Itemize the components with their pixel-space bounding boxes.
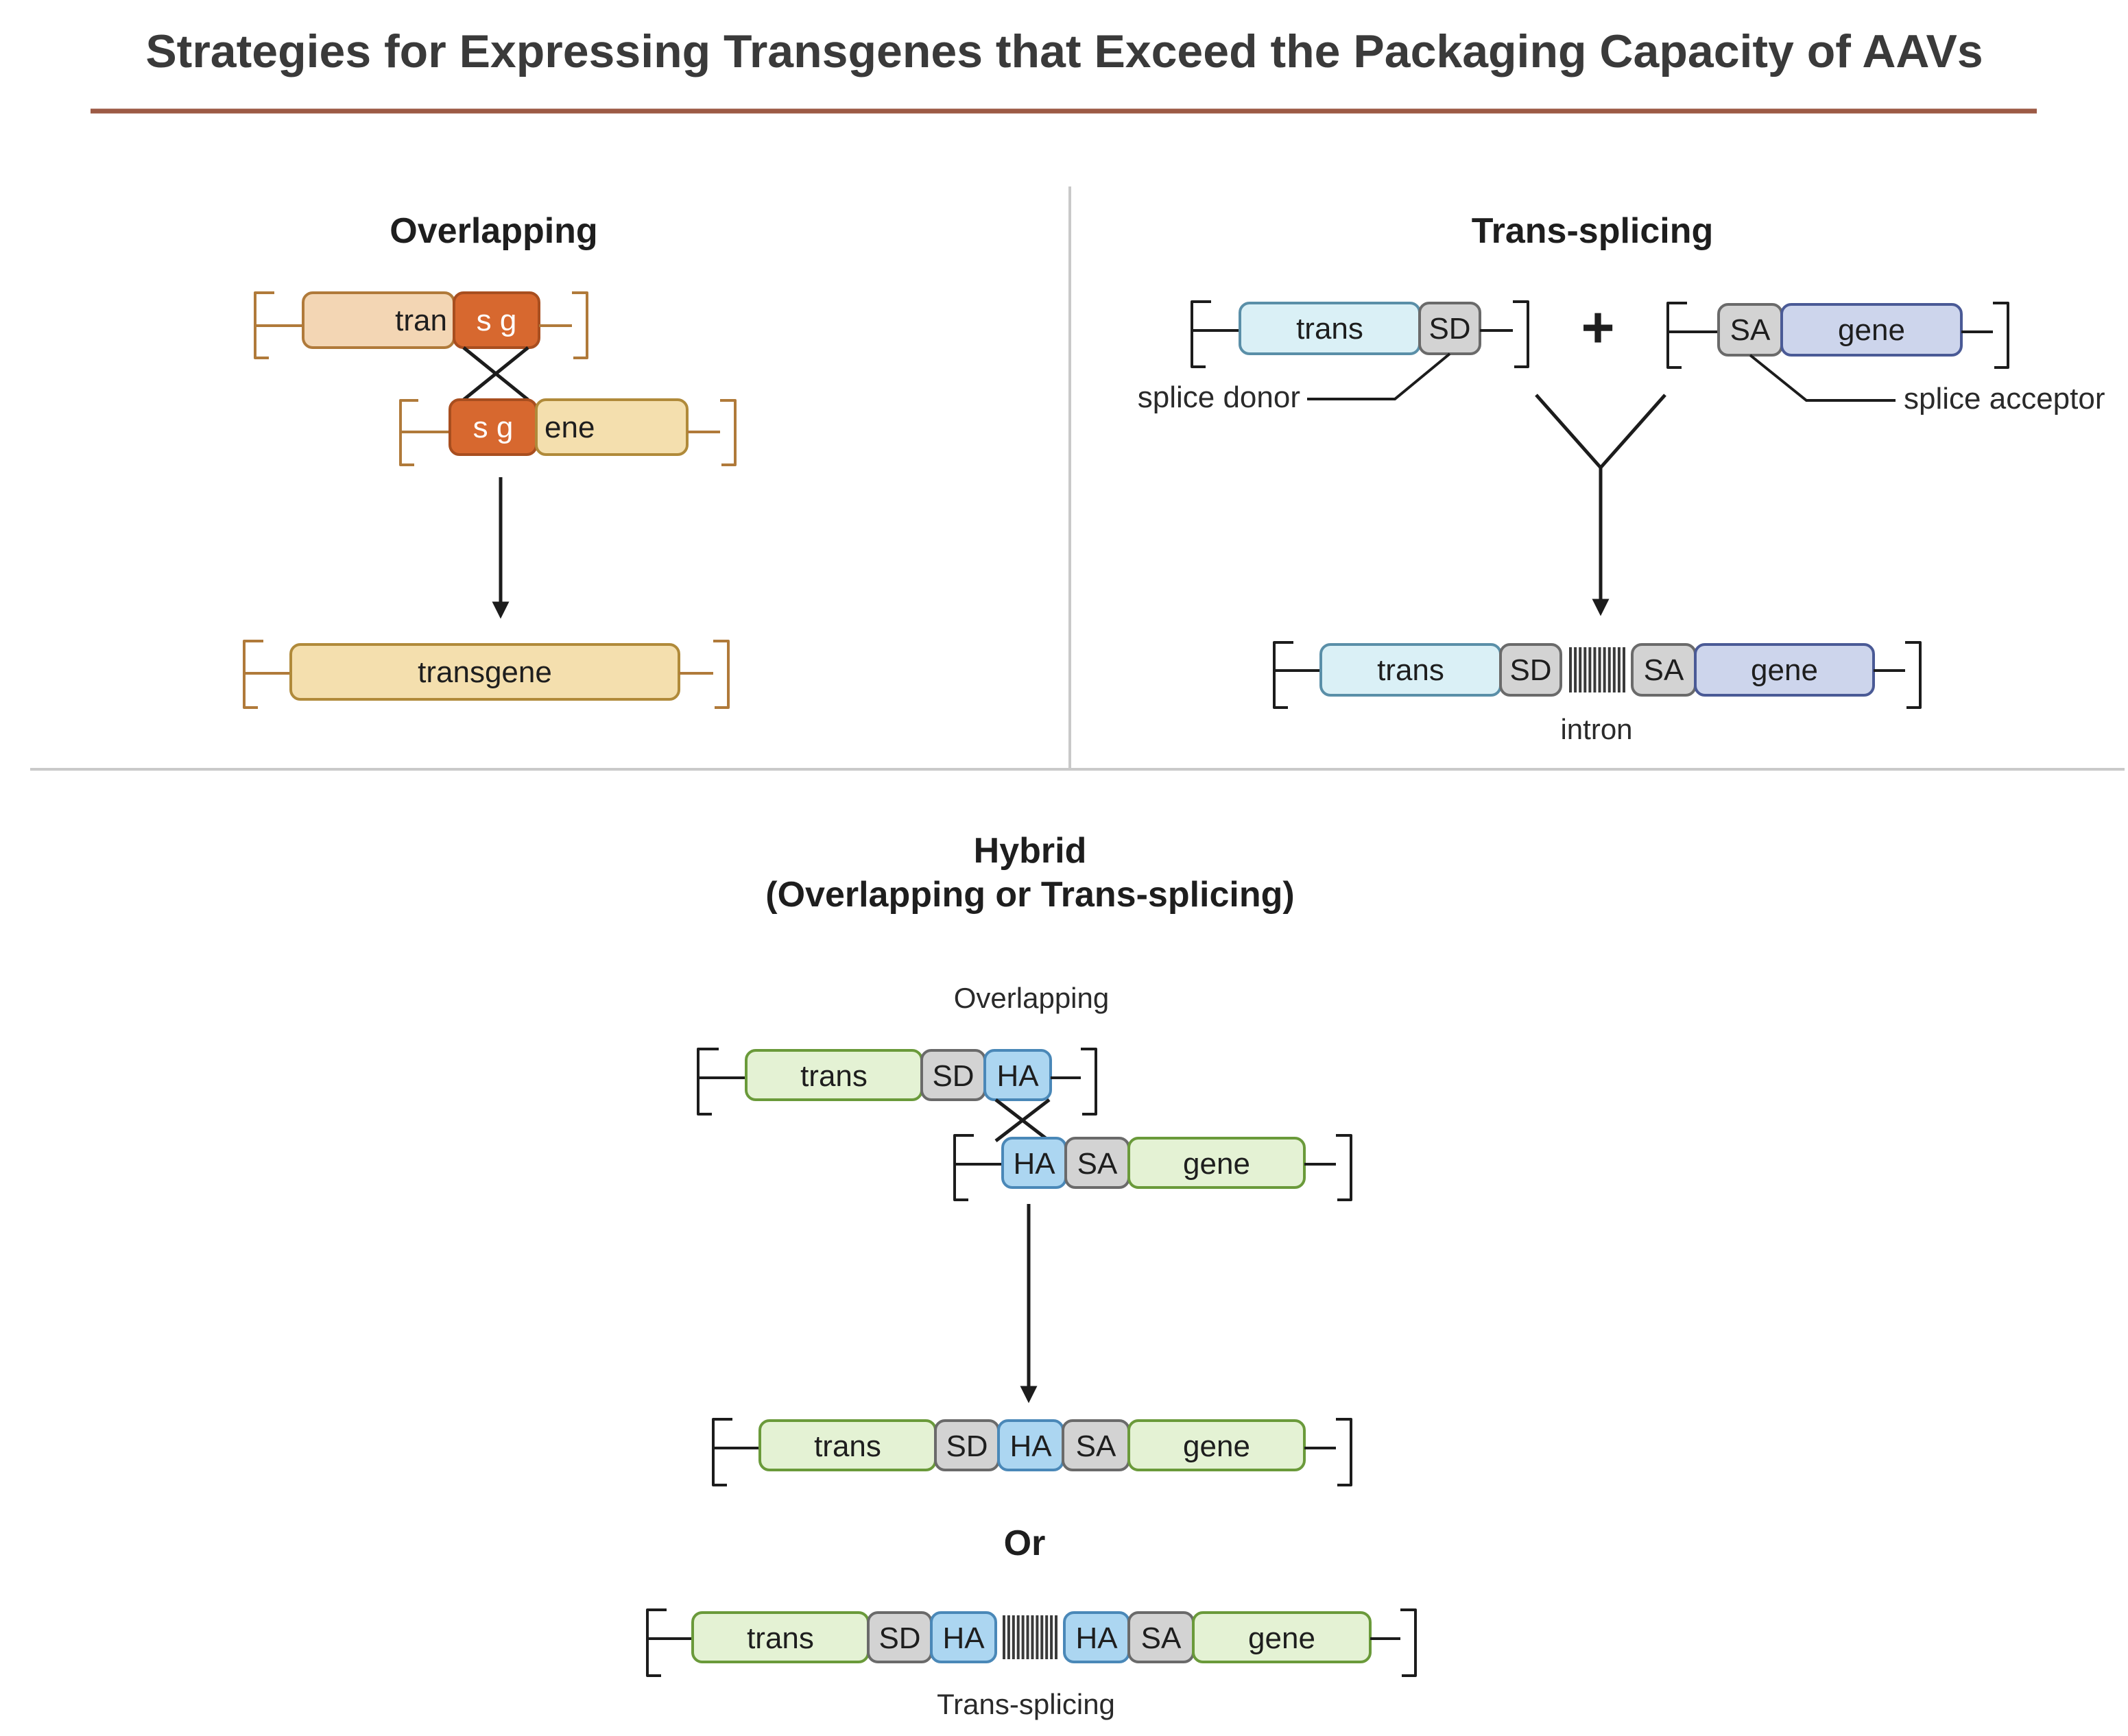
converge-right	[1599, 394, 1666, 469]
itr-right	[1370, 1608, 1417, 1677]
itr-left	[697, 1048, 746, 1116]
product-sd-label: SD	[1509, 653, 1551, 687]
itr-left	[646, 1608, 693, 1677]
itr-right	[1874, 641, 1922, 709]
overlap-region-sg	[453, 291, 540, 349]
trans-label: trans	[1296, 312, 1363, 346]
itr-left	[712, 1418, 760, 1486]
itr-left	[399, 399, 450, 466]
converge-left	[1535, 394, 1602, 469]
overlap-region-label: s g	[477, 304, 517, 337]
p1-trans-label: trans	[814, 1430, 881, 1463]
hybrid-trans-splicing-label: Trans-splicing	[937, 1688, 1115, 1720]
hybrid-product-trans-splicing: trans SD HA HA SA gene	[646, 1608, 1417, 1677]
p2-sd-label: SD	[878, 1622, 920, 1655]
hybrid-ha-label-2: HA	[1013, 1147, 1055, 1181]
hybrid-subheading: (Overlapping or Trans-splicing)	[765, 875, 1294, 915]
itr-left	[254, 291, 303, 359]
ts-vector-2: SA gene	[1666, 302, 2009, 369]
transgene-label: transgene	[418, 655, 552, 689]
hybrid-product-overlapping: trans SD HA SA gene	[712, 1418, 1352, 1486]
sd-label: SD	[1428, 312, 1470, 346]
splice-acceptor-label: splice acceptor	[1904, 382, 2105, 415]
hybrid-vector-2: HA SA gene	[953, 1134, 1352, 1201]
hybrid-sd-label: SD	[932, 1059, 974, 1093]
p1-sa-label: SA	[1076, 1430, 1116, 1463]
fragment-tran-label: tran	[395, 304, 447, 337]
trans-splicing-panel: Trans-splicing trans SD + SA gene splice…	[1138, 211, 2105, 745]
hybrid-vector-1: trans SD HA	[697, 1048, 1097, 1116]
itr-right	[679, 640, 730, 709]
overlap-region-label-2: s g	[473, 411, 514, 444]
fragment-ene-label: ene	[545, 411, 595, 444]
itr-left	[243, 640, 291, 709]
hybrid-ha-block	[983, 1049, 1052, 1101]
gene-label: gene	[1838, 313, 1905, 347]
p1-ha-label: HA	[1009, 1430, 1052, 1463]
splice-donor-label: splice donor	[1138, 381, 1300, 414]
hybrid-ha-label: HA	[996, 1059, 1039, 1093]
itr-right	[687, 399, 737, 466]
itr-right	[1051, 1048, 1097, 1116]
overlapping-heading: Overlapping	[390, 211, 597, 251]
ts-product: trans SD SA gene	[1273, 641, 1922, 709]
hybrid-overlapping-label: Overlapping	[954, 982, 1109, 1014]
itr-left	[953, 1134, 1003, 1201]
itr-right	[1304, 1418, 1352, 1486]
product-gene-label: gene	[1751, 653, 1818, 687]
itr-right	[1480, 300, 1529, 368]
p2-ha-label-2: HA	[1075, 1622, 1118, 1655]
sa-label: SA	[1730, 313, 1771, 347]
product-sa-label: SA	[1644, 653, 1684, 687]
p2-gene-label: gene	[1248, 1622, 1315, 1655]
trans-splicing-heading: Trans-splicing	[1472, 211, 1714, 251]
p1-sd-label: SD	[946, 1430, 988, 1463]
hybrid-crossover-mark	[994, 1098, 1051, 1142]
overlap-vector-1: tran s g	[254, 291, 588, 359]
overlap-product: transgene	[243, 640, 730, 709]
itr-right	[1304, 1134, 1352, 1201]
gene-block	[1780, 303, 1963, 357]
figure-title: Strategies for Expressing Transgenes tha…	[145, 25, 1983, 77]
p2-trans-label: trans	[747, 1622, 814, 1655]
plus-sign: +	[1581, 295, 1614, 359]
hybrid-panel: Hybrid (Overlapping or Trans-splicing) O…	[646, 831, 1417, 1720]
hybrid-trans-label: trans	[800, 1059, 868, 1093]
hybrid-sa-label: SA	[1077, 1147, 1118, 1181]
p2-sa-label: SA	[1141, 1622, 1182, 1655]
crossover-mark	[462, 346, 529, 401]
p1-gene-block	[1127, 1419, 1306, 1471]
itr-left	[1191, 300, 1240, 368]
splice-acceptor-leader	[1749, 354, 1896, 402]
overlap-vector-2: s g ene	[399, 398, 737, 466]
splice-donor-leader	[1307, 352, 1451, 400]
fragment-ene	[535, 398, 689, 456]
ts-vector-1: trans SD	[1191, 300, 1529, 368]
itr-right	[1961, 302, 2009, 369]
p1-gene-label: gene	[1183, 1430, 1250, 1463]
p2-ha-block-1	[930, 1611, 997, 1663]
hybrid-gene-label: gene	[1183, 1147, 1250, 1181]
intron-hatch-2	[1003, 1615, 1057, 1659]
itr-left	[1666, 302, 1719, 369]
intron-label: intron	[1560, 713, 1632, 745]
overlapping-panel: Overlapping tran s g s g ene transg	[243, 211, 737, 709]
itr-left	[1273, 641, 1321, 709]
p2-ha-label-1: HA	[942, 1622, 985, 1655]
product-trans-label: trans	[1377, 653, 1444, 687]
intron-hatch	[1569, 647, 1625, 692]
itr-right	[539, 291, 588, 359]
or-label: Or	[1004, 1523, 1046, 1563]
hybrid-heading: Hybrid	[974, 831, 1087, 871]
product-sd-block	[1499, 643, 1562, 697]
